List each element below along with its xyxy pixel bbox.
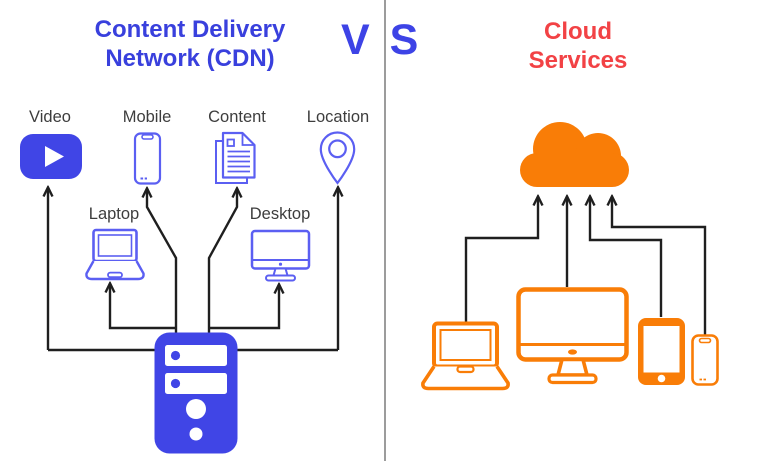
cloud-title: Cloud Services	[529, 18, 628, 76]
server-icon	[154, 332, 238, 454]
cloud-title-line2: Services	[528, 46, 628, 74]
video-play-icon	[20, 134, 82, 179]
desktop-label: Desktop	[249, 205, 311, 223]
mobile-label: Mobile	[122, 108, 172, 126]
cdn-title-line2: Network (CDN)	[105, 44, 275, 72]
laptop-label: Laptop	[88, 205, 140, 223]
cloud-title-line1: Cloud	[544, 18, 612, 45]
wire-laptop	[110, 285, 176, 330]
content-pages-icon	[215, 131, 256, 184]
wire-mobile	[147, 190, 178, 334]
location-pin-icon	[319, 131, 356, 185]
laptop-icon	[85, 228, 145, 281]
divider-line	[384, 0, 386, 461]
cdn-title: Content Delivery Network (CDN)	[95, 16, 286, 74]
vs-label: VS	[341, 16, 439, 64]
cloud-icon	[520, 122, 629, 187]
location-label: Location	[306, 108, 370, 126]
wire-desktop	[209, 286, 279, 330]
video-label: Video	[29, 108, 71, 126]
cdn-title-line1: Content Delivery	[94, 16, 286, 43]
laptop-orange-icon	[421, 321, 510, 391]
smartphone-orange-icon	[691, 334, 719, 386]
imac-orange-icon	[516, 287, 629, 385]
wire-cloud-phone	[612, 198, 707, 335]
wire-cloud-laptop	[464, 198, 538, 324]
tablet-orange-icon	[638, 318, 685, 385]
wire-cloud-tablet	[590, 198, 663, 317]
content-label: Content	[208, 108, 266, 126]
wire-content	[207, 190, 237, 334]
mobile-phone-icon	[133, 132, 162, 185]
desktop-icon	[250, 229, 311, 282]
